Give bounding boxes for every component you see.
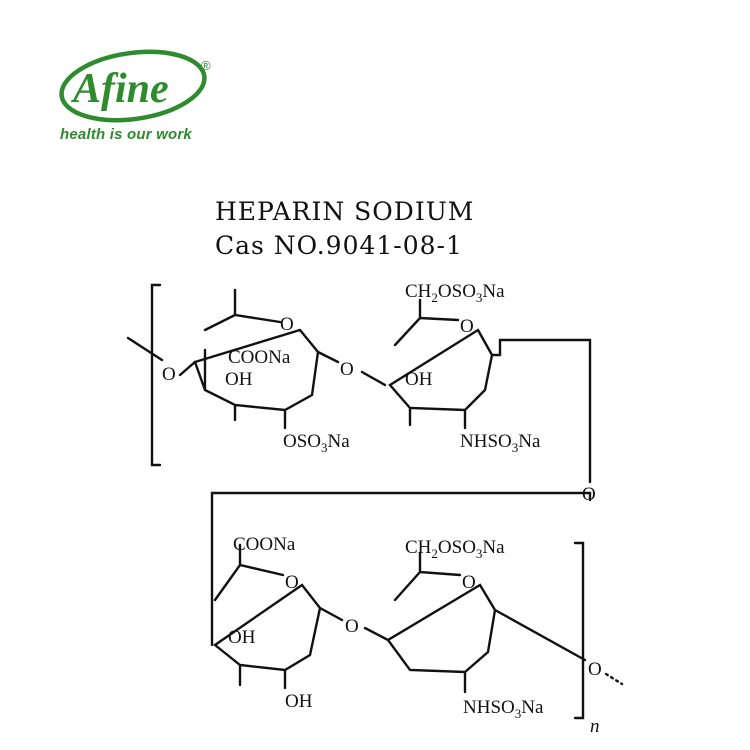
- ring3-oh1: OH: [228, 627, 256, 648]
- logo-tagline: health is our work: [60, 126, 192, 143]
- ring3-coona: COONa: [233, 534, 296, 555]
- ring2-ch2oso3na: CH2OSO3Na: [405, 281, 505, 305]
- ring2-ring-o: O: [460, 316, 474, 337]
- ring2-bonds: [388, 298, 502, 430]
- row-connector: [210, 338, 592, 647]
- ring2-oh: OH: [405, 369, 433, 390]
- bridge-bonds-top: [316, 350, 387, 387]
- compound-name: HEPARIN SODIUM: [215, 197, 475, 226]
- bridge-bonds-bottom: [318, 606, 390, 642]
- logo-brand-text: Afine: [70, 66, 169, 112]
- right-bracket: [573, 541, 585, 720]
- repeat-n: n: [590, 716, 600, 737]
- end-dots: [604, 672, 624, 686]
- ring2-nhso3na: NHSO3Na: [460, 431, 541, 455]
- ring4-nhso3na: NHSO3Na: [463, 697, 544, 721]
- ring4-ch2oso3na: CH2OSO3Na: [405, 537, 505, 561]
- heparin-structure: O COONa OH OSO3Na O O CH2OSO3Na O OH NHS…: [126, 281, 624, 737]
- ring1-oso3na: OSO3Na: [283, 431, 350, 455]
- cas-number: Cas NO.9041-08-1: [215, 231, 463, 260]
- bottom-bridge-o: O: [345, 616, 359, 637]
- ring3-oh2: OH: [285, 691, 313, 712]
- link-o: O: [582, 484, 596, 505]
- left-bracket: [150, 283, 162, 467]
- logo-ellipse: [59, 49, 207, 123]
- ring1-bonds: [193, 288, 320, 430]
- end-o: O: [588, 659, 602, 680]
- ring3-bonds: [212, 543, 322, 690]
- ring1-coona: COONa: [228, 347, 291, 368]
- afine-logo: Afine ®: [59, 49, 211, 123]
- top-bridge-o: O: [340, 359, 354, 380]
- logo-registered-mark: ®: [201, 58, 211, 73]
- left-glycosidic-bond: [126, 336, 197, 377]
- compound-title: HEPARIN SODIUM Cas NO.9041-08-1: [215, 195, 474, 263]
- ring1-ring-o: O: [280, 314, 294, 335]
- ring4-bonds: [386, 551, 587, 694]
- left-o: O: [162, 364, 176, 385]
- ring4-ring-o: O: [462, 572, 476, 593]
- ring3-ring-o: O: [285, 572, 299, 593]
- ring1-oh: OH: [225, 369, 253, 390]
